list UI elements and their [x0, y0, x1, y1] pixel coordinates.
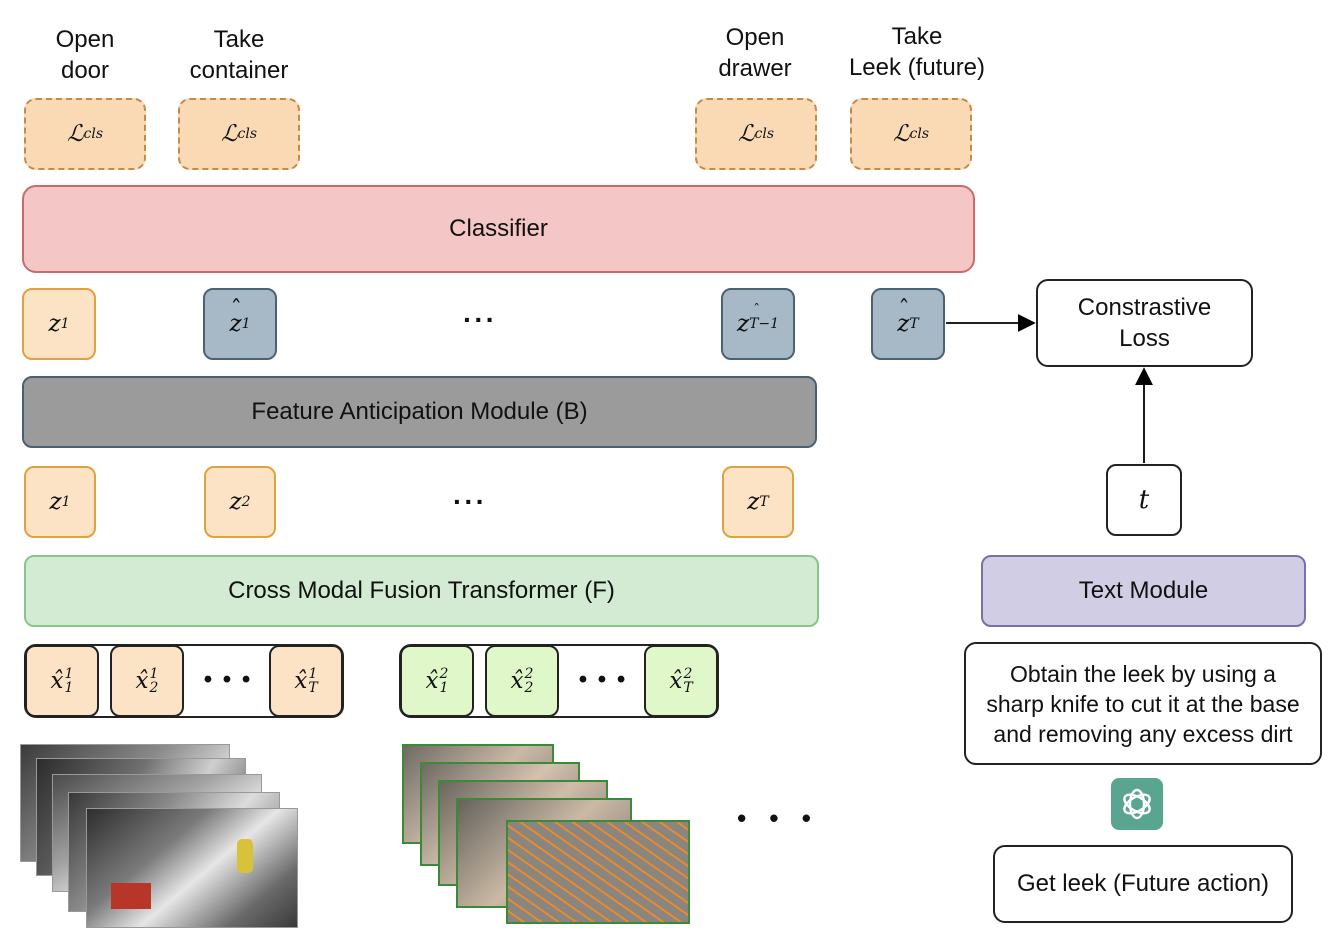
classifier-block: Classifier	[22, 185, 975, 273]
text-module: Text Module	[981, 555, 1306, 627]
text-embedding-t-box: t	[1106, 464, 1182, 536]
chatgpt-logo-icon	[1111, 778, 1163, 830]
flow-frame-stack	[402, 744, 692, 926]
flow-frame	[506, 820, 690, 924]
future-action-box: Get leek (Future action)	[993, 845, 1293, 923]
cross-modal-fusion-transformer: Cross Modal Fusion Transformer (F)	[24, 555, 819, 627]
action-label-open-door: Open door	[55, 26, 115, 84]
classifier-label: Classifier	[449, 215, 548, 242]
action-description-box: Obtain the leek by using a sharp knife t…	[964, 642, 1322, 765]
ellipsis: ···	[453, 486, 487, 517]
contrastive-loss-box: Constrastive Loss	[1036, 279, 1253, 367]
ellipsis: ···	[463, 304, 497, 335]
ellipsis: • • •	[203, 666, 253, 693]
future-action-label: Get leek (Future action)	[1016, 870, 1270, 897]
cross-modal-fusion-label: Cross Modal Fusion Transformer (F)	[228, 577, 615, 604]
bottle-object	[237, 839, 253, 873]
video-frame	[86, 808, 298, 928]
shelf-object	[111, 883, 151, 909]
action-label-take-leek-future: Take Leek (future)	[848, 23, 986, 81]
rgb-frame-stack	[20, 744, 300, 928]
action-label-take-container: Take container	[189, 26, 289, 84]
feature-anticipation-label: Feature Anticipation Module (B)	[251, 398, 588, 425]
feature-anticipation-module: Feature Anticipation Module (B)	[22, 376, 817, 448]
text-module-label: Text Module	[1078, 577, 1209, 604]
ellipsis: • • •	[737, 802, 819, 833]
action-label-open-drawer: Open drawer	[718, 24, 792, 82]
ellipsis: • • •	[578, 666, 628, 693]
